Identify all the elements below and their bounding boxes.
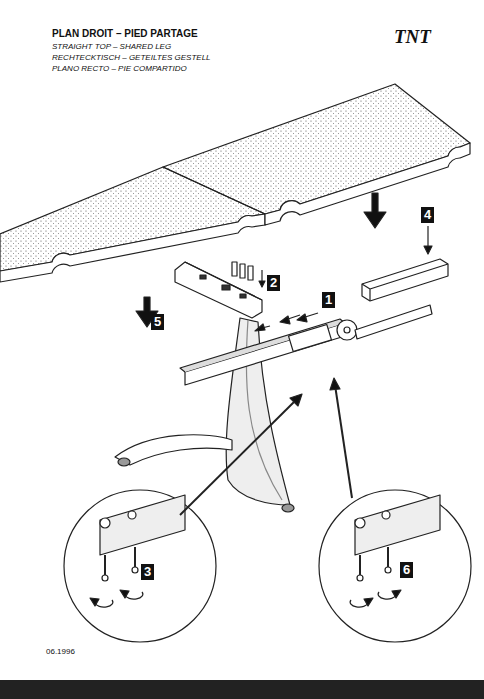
callout-number: 3	[141, 564, 154, 580]
callout-number: 5	[151, 314, 164, 330]
callout-number: 2	[267, 275, 280, 291]
subtitle: STRAIGHT TOP – SHARED LEG	[52, 42, 171, 51]
date: 06.1996	[46, 647, 75, 656]
callout-number-text: 2	[270, 275, 277, 290]
callout-number: 1	[322, 292, 335, 308]
callout-number-text: 1	[325, 292, 332, 307]
subtitle: RECHTECKTISCH – GETEILTES GESTELL	[52, 53, 211, 62]
callout-number-text: 4	[424, 207, 431, 222]
title: PLAN DROIT – PIED PARTAGE	[52, 28, 198, 39]
callout-number-text: 5	[154, 314, 161, 329]
brand-name: TNT	[394, 26, 431, 48]
callout-number-text: 3	[144, 564, 151, 579]
subtitle: PLANO RECTO – PIE COMPARTIDO	[52, 64, 187, 73]
callout-number-text: 6	[403, 562, 410, 577]
callout-number: 4	[421, 207, 434, 223]
callout-number: 6	[400, 562, 413, 578]
